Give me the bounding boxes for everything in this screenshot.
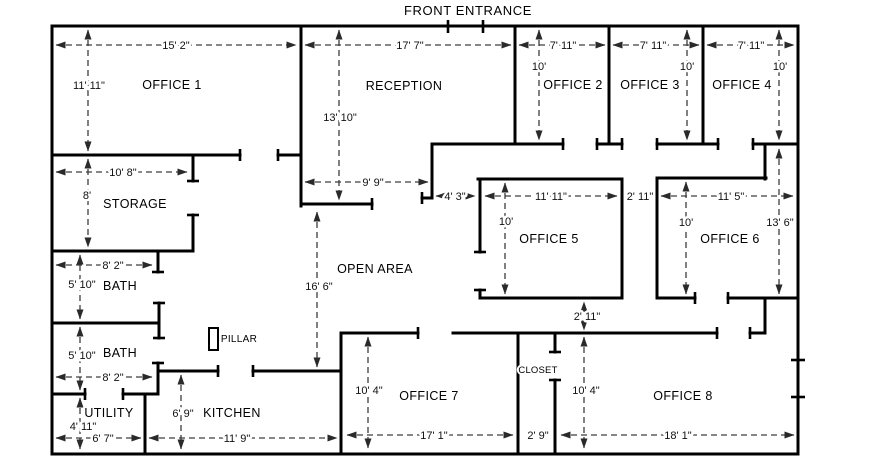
- room-label-office2: OFFICE 2: [543, 78, 602, 92]
- dim-office2-width: 7' 11": [550, 40, 577, 52]
- room-label-reception: RECEPTION: [366, 79, 443, 93]
- dim-storage-height: 8': [83, 190, 91, 202]
- room-labels: FRONT ENTRANCE OFFICE 1 RECEPTION OFFICE…: [82, 1, 773, 422]
- room-label-open-area: OPEN AREA: [337, 262, 413, 276]
- dim-office3-width: 7' 11": [640, 40, 667, 52]
- dim-utility-width: 6' 7": [92, 433, 113, 445]
- dim-bath2-width: 8' 2": [102, 372, 123, 384]
- dim-utility-height: 4' 11": [70, 421, 97, 433]
- room-label-office3: OFFICE 3: [620, 78, 679, 92]
- room-label-storage: STORAGE: [103, 197, 167, 211]
- dim-storage-width: 10' 8": [109, 167, 137, 179]
- dim-reception-width: 17' 7": [396, 40, 424, 52]
- dim-office1-height: 11' 11": [73, 80, 105, 92]
- dim-reception-height: 13' 10": [323, 112, 357, 124]
- room-label-office4: OFFICE 4: [712, 78, 771, 92]
- dim-gap56-width: 2' 11": [627, 191, 654, 203]
- pillar-symbol: [208, 327, 219, 351]
- room-label-utility: UTILITY: [84, 406, 134, 420]
- front-entrance-label: FRONT ENTRANCE: [404, 3, 532, 18]
- room-label-bath1: BATH: [103, 279, 137, 293]
- dim-recess-width: 4' 3": [444, 191, 465, 203]
- dim-office6-width: 11' 5": [718, 191, 745, 203]
- room-label-office5: OFFICE 5: [519, 232, 578, 246]
- dim-bath1-height: 5' 10": [68, 279, 96, 291]
- dimension-lines: [55, 29, 795, 450]
- dim-kitchen-height: 6' 9": [172, 408, 193, 420]
- room-label-office1: OFFICE 1: [142, 78, 201, 92]
- dim-office7-height: 10' 4": [355, 385, 383, 397]
- room-label-bath2: BATH: [103, 346, 137, 360]
- dim-bath1-width: 8' 2": [102, 260, 123, 272]
- dim-office8-height: 10' 4": [572, 385, 600, 397]
- room-label-office6: OFFICE 6: [700, 232, 759, 246]
- room-label-office7: OFFICE 7: [399, 389, 458, 403]
- dim-bath2-height: 5' 10": [68, 350, 96, 362]
- room-label-office8: OFFICE 8: [653, 389, 712, 403]
- dimension-labels: 15' 2" 11' 11" 17' 7" 7' 11" 7' 11" 7' 1…: [66, 38, 797, 448]
- dim-office7-width: 17' 1": [420, 430, 448, 442]
- dim-office4-width: 7' 11": [738, 40, 765, 52]
- dim-kitchen-width: 11' 9": [224, 433, 251, 445]
- dim-office1-width: 15' 2": [162, 40, 190, 52]
- dim-office6-height: 10': [679, 217, 693, 229]
- dim-office5-width: 11' 11": [535, 191, 567, 203]
- dim-corridor-height: 2' 11": [574, 311, 601, 323]
- walls: [50, 20, 805, 456]
- dim-open-height: 16' 6": [305, 281, 333, 293]
- pillar-label: PILLAR: [221, 334, 257, 345]
- dim-open-top-width: 9' 9": [362, 177, 383, 189]
- dim-office6-full-height: 13' 6": [766, 217, 794, 229]
- room-label-kitchen: KITCHEN: [203, 406, 261, 420]
- dim-office8-width: 18' 1": [664, 430, 692, 442]
- dim-office3-height: 10': [680, 61, 694, 73]
- dim-closet-width: 2' 9": [527, 430, 548, 442]
- room-label-closet: CLOSET: [518, 365, 557, 376]
- dim-office4-height: 10': [773, 61, 787, 73]
- dim-office2-height: 10': [532, 61, 546, 73]
- dim-office5-height: 10': [499, 216, 513, 228]
